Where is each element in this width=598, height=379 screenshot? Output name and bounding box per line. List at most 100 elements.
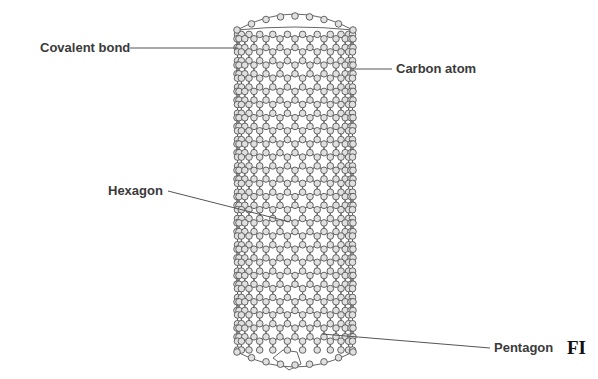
carbon-atom [284, 75, 291, 82]
carbon-atom [333, 88, 340, 95]
carbon-atom [263, 123, 270, 130]
carbon-atom [307, 123, 314, 130]
carbon-atom [338, 49, 345, 56]
carbon-atom [263, 71, 270, 78]
carbon-atom [327, 128, 334, 135]
carbon-atom [270, 75, 277, 82]
carbon-atom [242, 114, 249, 121]
carbon-atom [350, 114, 357, 121]
carbon-atom [270, 136, 277, 143]
carbon-atom [284, 128, 291, 135]
carbon-atom [307, 62, 314, 69]
carbon-atom [246, 101, 253, 108]
carbon-atom [270, 154, 277, 161]
carbon-atom [263, 44, 270, 51]
carbon-atom [284, 49, 291, 56]
carbon-atom [314, 49, 321, 56]
carbon-atom [314, 31, 321, 38]
carbon-atom [338, 75, 345, 82]
carbon-atom [292, 114, 299, 121]
carbon-atom [321, 123, 328, 130]
carbon-atom [299, 49, 306, 56]
carbon-atom [292, 62, 299, 69]
carbon-atom [256, 49, 263, 56]
carbon-atom [251, 114, 258, 121]
carbon-atom [263, 141, 270, 148]
carbon-atom [292, 36, 299, 43]
carbon-atom [284, 31, 291, 38]
carbon-atom [256, 101, 263, 108]
carbon-atom [238, 101, 245, 108]
carbon-atom [277, 44, 284, 51]
carbon-atom [314, 136, 321, 143]
carbon-atom [307, 141, 314, 148]
carbon-atom [321, 88, 328, 95]
carbon-atom [256, 31, 263, 38]
carbon-atom [307, 71, 314, 78]
carbon-atom [321, 97, 328, 104]
carbon-atom [277, 97, 284, 104]
carbon-atoms [234, 13, 357, 369]
carbon-atom [349, 49, 356, 56]
carbon-atom [327, 31, 334, 38]
carbon-atom [350, 88, 357, 95]
carbon-atom [251, 88, 258, 95]
carbon-atom [242, 62, 249, 69]
carbon-atom [270, 84, 277, 91]
carbon-atom [263, 149, 270, 156]
carbon-atom [256, 136, 263, 143]
carbon-atom [349, 128, 356, 135]
carbon-atom [299, 31, 306, 38]
carbon-atom [327, 101, 334, 108]
carbon-atom [263, 114, 270, 121]
carbon-atom [263, 97, 270, 104]
carbon-atom [292, 141, 299, 148]
carbon-atom [350, 36, 357, 43]
carbon-atom [256, 84, 263, 91]
carbon-atom [270, 49, 277, 56]
carbon-atom [327, 57, 334, 64]
carbon-atom [277, 123, 284, 130]
carbon-atom [277, 149, 284, 156]
carbon-atom [299, 110, 306, 117]
carbon-atom [277, 114, 284, 121]
carbon-atom [314, 57, 321, 64]
carbon-atom [292, 97, 299, 104]
carbon-atom [321, 71, 328, 78]
carbon-atom [251, 141, 258, 148]
carbon-atom [349, 101, 356, 108]
carbon-atom [251, 62, 258, 69]
carbon-atom [270, 31, 277, 38]
carbon-atom [333, 36, 340, 43]
carbon-atom [338, 101, 345, 108]
carbon-atom [307, 149, 314, 156]
carbon-atom [307, 114, 314, 121]
carbon-atom [256, 75, 263, 82]
carbon-atom [299, 84, 306, 91]
carbon-atom [292, 44, 299, 51]
carbon-atom [284, 154, 291, 161]
carbon-atom [270, 57, 277, 64]
carbon-atom [284, 101, 291, 108]
carbon-atom [292, 71, 299, 78]
carbon-atom [333, 62, 340, 69]
top-cap-rim [237, 27, 353, 30]
carbon-atom [270, 128, 277, 135]
carbon-atom [307, 88, 314, 95]
carbon-atom [263, 88, 270, 95]
carbon-atom [246, 128, 253, 135]
carbon-atom [292, 149, 299, 156]
carbon-atom [277, 88, 284, 95]
carbon-atom [350, 62, 357, 69]
carbon-atom [314, 101, 321, 108]
covalent-bonds [237, 34, 353, 350]
carbon-atom [321, 114, 328, 121]
carbon-atom [307, 44, 314, 51]
carbon-atom [321, 36, 328, 43]
carbon-atom [314, 110, 321, 117]
carbon-atom [246, 154, 253, 161]
carbon-atom [327, 136, 334, 143]
carbon-atom [307, 97, 314, 104]
carbon-atom [299, 57, 306, 64]
carbon-atom [307, 36, 314, 43]
